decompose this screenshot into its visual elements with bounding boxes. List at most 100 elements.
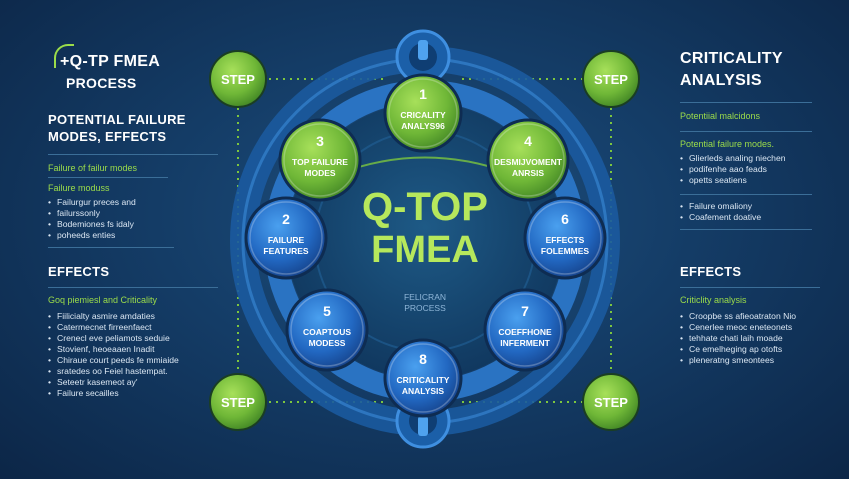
left-effects-title: EFFECTS	[48, 264, 110, 279]
list-item: Crenecl eve peliamots seduie	[48, 333, 228, 344]
list-item: opetts seatiens	[680, 175, 830, 186]
list-item: Fiilicialty asmire amdaties	[48, 311, 228, 322]
list-item: Failurgur preces and	[48, 197, 226, 208]
left-sub2: Failure moduss	[48, 183, 110, 193]
node-highlight	[249, 201, 323, 275]
right-effects-title: EFFECTS	[680, 264, 742, 279]
list-item: Seteetr kasemeot ay'	[48, 377, 228, 388]
node-label-line1: DESMIJVOMENT	[494, 157, 563, 167]
center-title-1: Q-TOP	[362, 185, 488, 229]
right-bullets-1: Glierleds analing niechen podifenhe aao …	[680, 153, 830, 186]
right-sub2: Potential failure modes.	[680, 139, 775, 149]
node-number: 4	[524, 133, 532, 149]
divider	[680, 229, 812, 230]
divider	[680, 102, 812, 103]
list-item: Bodemiones fs idaly	[48, 219, 226, 230]
list-item: Failure secailles	[48, 388, 228, 399]
node-circle	[244, 196, 328, 280]
step-label: STEP	[594, 72, 628, 87]
list-item: Coafement doative	[680, 212, 830, 223]
node-number: 6	[561, 211, 569, 227]
node-highlight	[388, 343, 458, 413]
node-circle	[523, 196, 607, 280]
right-panel: CRITICALITY ANALYSIS Potentiial malcidon…	[680, 50, 830, 230]
list-item: tehhate chati laih moade	[680, 333, 835, 344]
divider	[48, 247, 174, 248]
list-item: Glierleds analing niechen	[680, 153, 830, 164]
node-label-line2: FEATURES	[263, 246, 309, 256]
node-highlight	[488, 293, 562, 367]
list-item: failurssonly	[48, 208, 226, 219]
center-caption-2: PROCESS	[404, 303, 446, 313]
right-title-line1: CRITICALITY	[680, 50, 783, 67]
node-number: 8	[419, 351, 427, 367]
divider	[48, 177, 168, 178]
list-item: Ce emelheging ap otofts	[680, 344, 835, 355]
left-effects-sub: Goq piemiesl and Criticality	[48, 295, 158, 305]
list-item: Chiraue court peeds fe mmiaide	[48, 355, 228, 366]
node-label-line2: ANALYSIS	[402, 386, 445, 396]
list-item: sratedes oo Feiel hastempat.	[48, 366, 228, 377]
list-item: pleneratng smeontees	[680, 355, 835, 366]
left-title-line1: +Q-TP FMEA	[60, 53, 161, 70]
step-label: STEP	[221, 395, 255, 410]
list-item: Catermecnet firreenfaect	[48, 322, 228, 333]
node-number: 5	[323, 303, 331, 319]
node-highlight	[290, 293, 364, 367]
left-bullets-2: Fiilicialty asmire amdaties Catermecnet …	[48, 311, 228, 399]
node-label-line2: MODESS	[309, 338, 346, 348]
node-label-line1: COEFFHONE	[498, 327, 552, 337]
right-bullets-2: Failure omaliony Coafement doative	[680, 201, 830, 223]
node-label-line2: ANALYS96	[401, 121, 445, 131]
node-circle	[383, 338, 463, 418]
left-bullets-1: Failurgur preces and failurssonly Bodemi…	[48, 197, 226, 241]
list-item: poheeds enties	[48, 230, 226, 241]
divider	[680, 287, 820, 288]
node-label-line1: CRICALITY	[400, 110, 446, 120]
left-title-line2: PROCESS	[66, 75, 137, 91]
node-label-line2: INFERMENT	[500, 338, 550, 348]
node-circle	[383, 73, 463, 153]
left-sub1: Failure of failur modes	[48, 163, 138, 173]
right-title-line2: ANALYSIS	[680, 72, 762, 89]
node-circle	[285, 288, 369, 372]
node-highlight	[491, 123, 565, 197]
center-caption-1: FELICRAN	[404, 292, 446, 302]
node-number: 7	[521, 303, 529, 319]
node-number: 1	[419, 86, 427, 102]
divider	[48, 154, 218, 155]
right-bullets-3: Croopbe ss afieoatraton Nio Cenerlee meo…	[680, 311, 835, 366]
node-label-line2: ANRSIS	[512, 168, 544, 178]
list-item: podifenhe aao feads	[680, 164, 830, 175]
node-circle	[486, 118, 570, 202]
node-label-line1: FAILURE	[268, 235, 305, 245]
divider	[48, 287, 218, 288]
node-circle	[483, 288, 567, 372]
right-section-effects: EFFECTS Criticlity analysis Croopbe ss a…	[680, 264, 835, 366]
node-highlight	[283, 123, 357, 197]
node-label-line1: TOP FAILURE	[292, 157, 348, 167]
step-badge-top-left[interactable]: STEP	[209, 50, 267, 108]
left-title-bracket	[54, 44, 74, 68]
node-number: 2	[282, 211, 290, 227]
node-circle	[278, 118, 362, 202]
step-label: STEP	[221, 72, 255, 87]
node-label-line1: EFFECTS	[546, 235, 585, 245]
node-label-line2: FOLEMMES	[541, 246, 589, 256]
left-section-effects: EFFECTS Goq piemiesl and Criticality Fii…	[48, 264, 228, 399]
left-section-failure: POTENTIAL FAILURE MODES, EFFECTS Failure…	[48, 112, 226, 248]
node-highlight	[528, 201, 602, 275]
step-badge-bottom-right[interactable]: STEP	[582, 373, 640, 431]
step-badge-top-right[interactable]: STEP	[582, 50, 640, 108]
node-label-line2: MODES	[304, 168, 336, 178]
